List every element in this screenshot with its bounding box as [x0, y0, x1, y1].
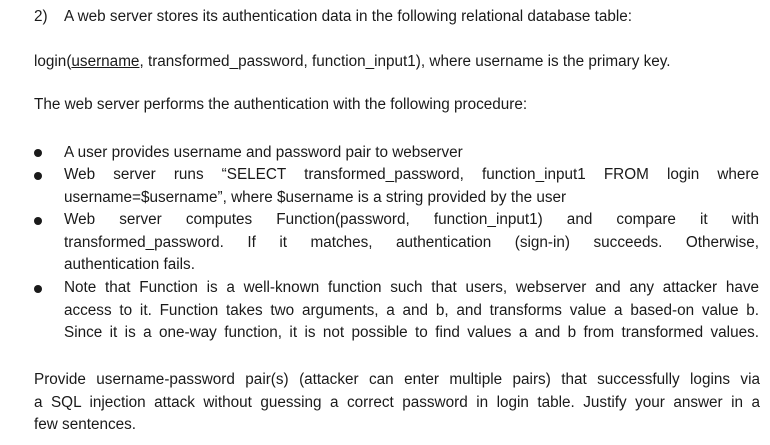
- bullet-line: A user provides username and password pa…: [64, 144, 463, 161]
- primary-key: username: [71, 53, 140, 70]
- bullet-line: Since it is a one-way function, it is no…: [64, 324, 759, 342]
- bullet-line: authentication fails.: [64, 256, 195, 274]
- bullet-item: Web server computes Function(password, f…: [64, 209, 759, 277]
- bullet-line: access to it. Function takes two argumen…: [64, 301, 759, 319]
- bullet-line: Web server computes Function(password, f…: [64, 211, 759, 228]
- bullet-line: transformed_password. If it matches, aut…: [64, 233, 759, 251]
- bullet-line: username=$username”, where $username is …: [64, 188, 567, 206]
- question-heading: 2) A web server stores its authentication…: [34, 7, 632, 27]
- bullet-dot: [34, 172, 42, 180]
- bullet-dot: [34, 217, 42, 225]
- bullet-line: Note that Function is a well-known funct…: [64, 279, 759, 296]
- schema-line: login(username, transformed_password, fu…: [34, 52, 671, 72]
- schema-rest: , transformed_password, function_input1)…: [139, 53, 671, 70]
- bullet-item: Web server runs “SELECT transformed_pass…: [64, 164, 759, 209]
- bullet-item: Note that Function is a well-known funct…: [64, 277, 759, 345]
- task-line: a SQL injection attack without guessing …: [34, 393, 760, 411]
- task-line: Provide username-password pair(s) (attac…: [34, 371, 760, 388]
- task-paragraph: Provide username-password pair(s) (attac…: [34, 369, 760, 437]
- question-number: 2): [34, 8, 48, 25]
- question-intro: A web server stores its authentication d…: [64, 8, 633, 25]
- procedure-intro: The web server performs the authenticati…: [34, 96, 528, 113]
- bullet-line: Web server runs “SELECT transformed_pass…: [64, 166, 759, 183]
- schema-prefix: login(: [34, 53, 72, 70]
- task-line: few sentences.: [34, 416, 137, 434]
- bullet-dot: [34, 285, 42, 293]
- bullet-dot: [34, 149, 42, 157]
- bullet-item: A user provides username and password pa…: [64, 142, 759, 165]
